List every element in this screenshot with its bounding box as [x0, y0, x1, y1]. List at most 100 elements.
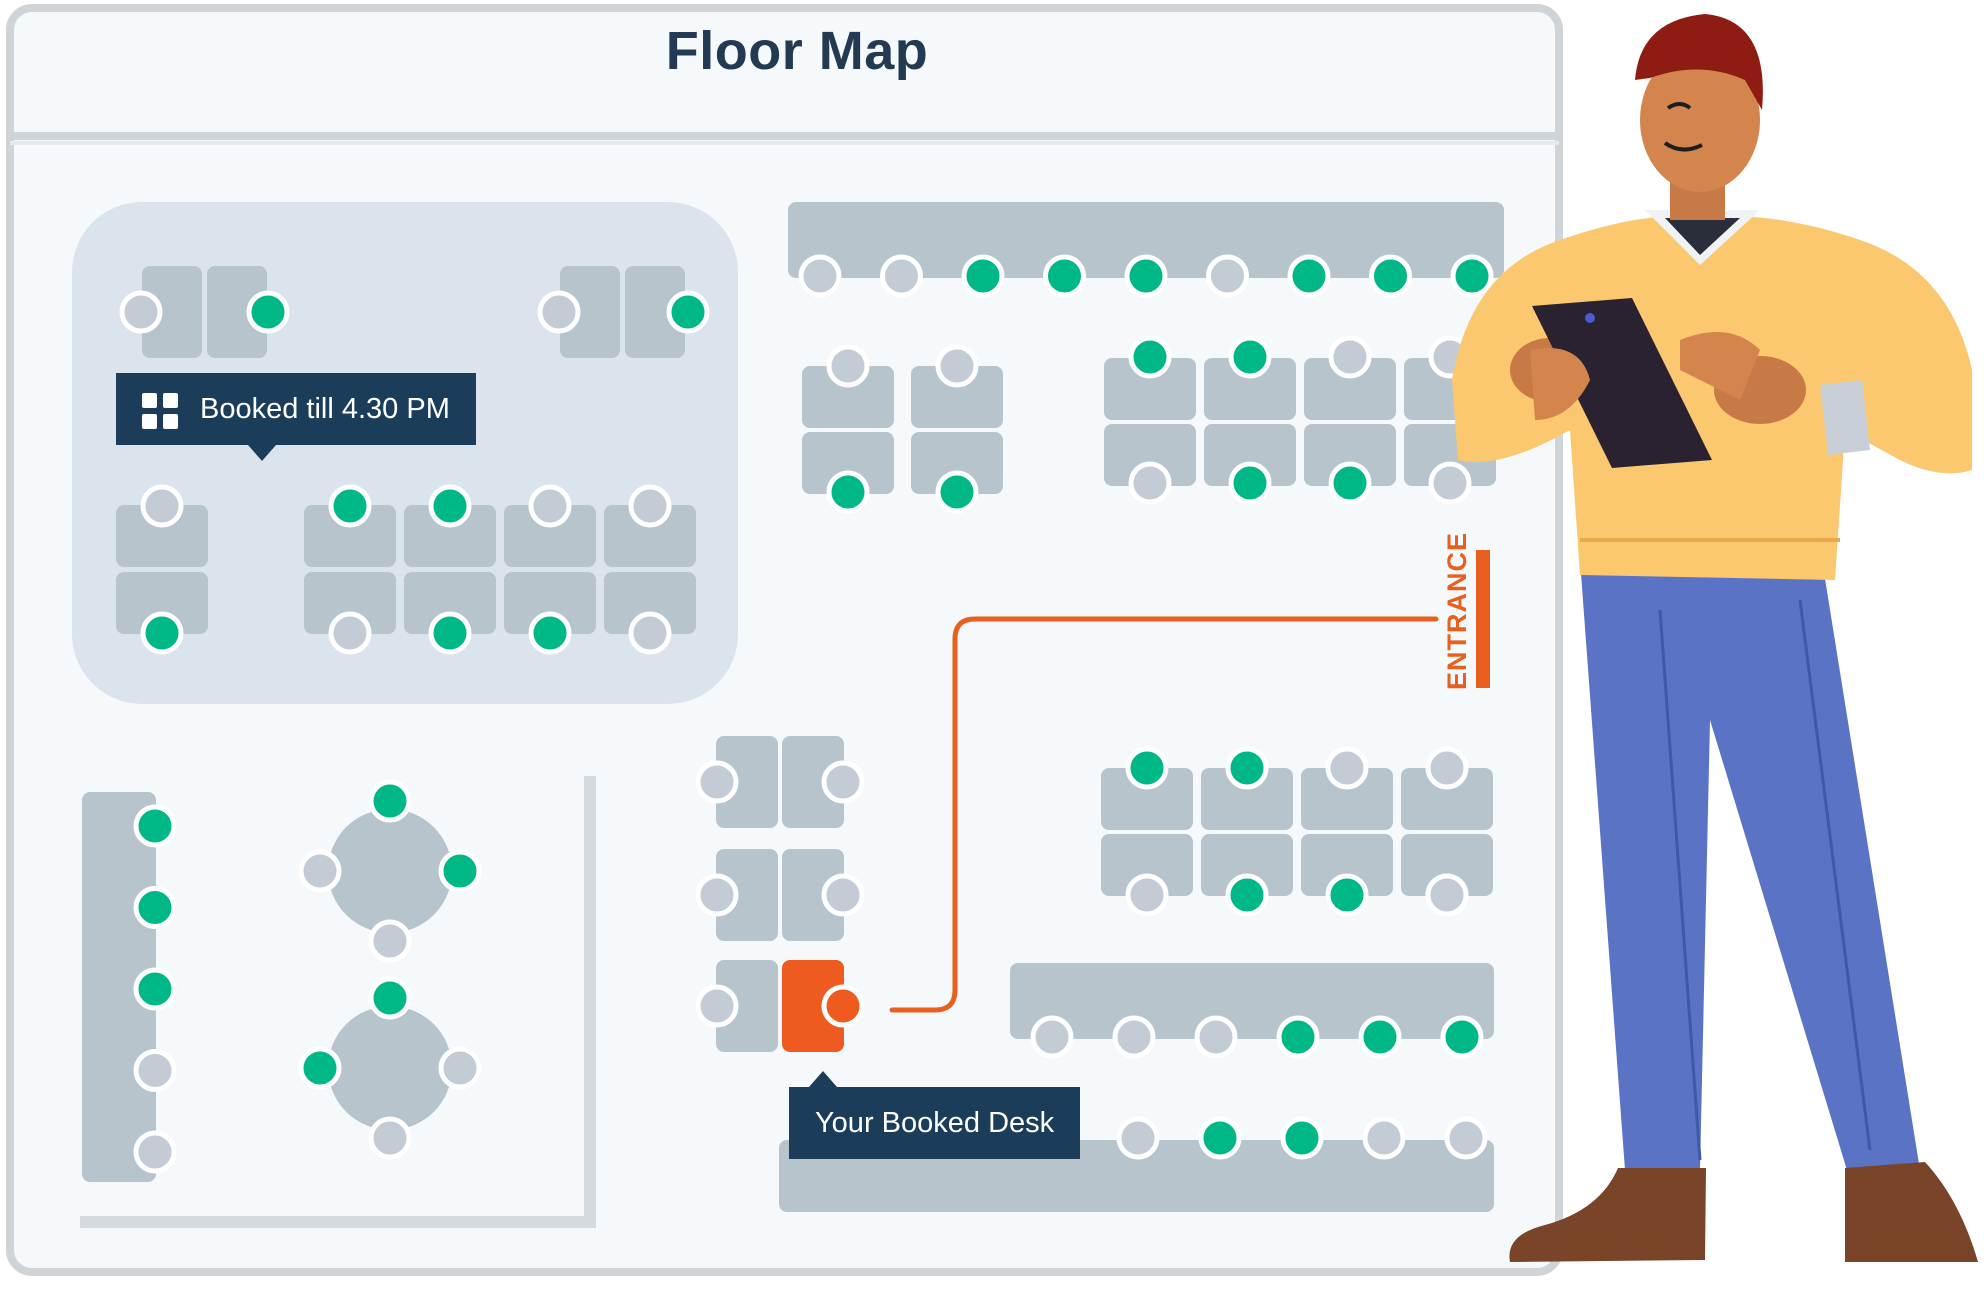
- seat-occupied[interactable]: [1428, 461, 1472, 505]
- desk: [1301, 834, 1393, 896]
- seat-available[interactable]: [1450, 254, 1494, 298]
- seat-available[interactable]: [1358, 1015, 1402, 1059]
- desk: [716, 849, 778, 941]
- seat-available[interactable]: [1325, 873, 1369, 917]
- seat-available[interactable]: [1124, 254, 1168, 298]
- seat-occupied[interactable]: [1444, 1116, 1488, 1160]
- seat-available[interactable]: [368, 976, 412, 1020]
- seat-occupied[interactable]: [133, 1049, 177, 1092]
- seat-available[interactable]: [1440, 1015, 1484, 1059]
- seat-occupied[interactable]: [119, 290, 163, 334]
- seat-occupied[interactable]: [880, 254, 923, 298]
- seat-occupied[interactable]: [1425, 746, 1469, 790]
- seat-occupied[interactable]: [695, 873, 739, 917]
- seat-occupied[interactable]: [1116, 1116, 1160, 1160]
- seat-available[interactable]: [1043, 254, 1086, 298]
- desk: [1101, 768, 1193, 830]
- desk: [404, 505, 496, 567]
- seat-occupied[interactable]: [628, 611, 672, 655]
- desk: [142, 266, 202, 358]
- seat-booked[interactable]: [821, 984, 865, 1028]
- seat-occupied[interactable]: [537, 290, 581, 334]
- seat-available[interactable]: [133, 886, 177, 929]
- desk: [625, 266, 685, 358]
- person-illustration: [1452, 14, 1978, 1262]
- seat-occupied[interactable]: [798, 254, 842, 298]
- desk: [116, 505, 208, 567]
- seat-occupied[interactable]: [1325, 746, 1369, 790]
- desk: [304, 572, 396, 634]
- seat-available[interactable]: [528, 611, 572, 655]
- seat-occupied[interactable]: [1112, 1015, 1156, 1059]
- desk: [1204, 424, 1296, 486]
- your-booked-desk-tooltip: Your Booked Desk: [789, 1071, 1081, 1159]
- room-wall: [80, 776, 596, 1228]
- seat-available[interactable]: [1128, 335, 1172, 379]
- seat-available[interactable]: [368, 779, 412, 823]
- seat-available[interactable]: [133, 804, 177, 848]
- seat-occupied[interactable]: [821, 873, 865, 917]
- seat-available[interactable]: [1287, 254, 1331, 298]
- entrance-door: [1476, 550, 1490, 688]
- seat-available[interactable]: [438, 849, 482, 893]
- seat-occupied[interactable]: [695, 760, 739, 804]
- desk: [1304, 358, 1396, 420]
- desk: [911, 366, 1003, 428]
- desk: [716, 736, 778, 828]
- entrance-text: ENTRANCE: [1442, 531, 1472, 690]
- desk: [504, 505, 596, 567]
- seat-available[interactable]: [1369, 254, 1412, 298]
- seat-occupied[interactable]: [1030, 1015, 1074, 1059]
- seat-occupied[interactable]: [328, 611, 372, 655]
- seat-occupied[interactable]: [1194, 1015, 1238, 1059]
- seat-occupied[interactable]: [133, 1130, 177, 1174]
- seat-available[interactable]: [328, 484, 372, 528]
- seat-occupied[interactable]: [935, 344, 979, 388]
- seat-available[interactable]: [133, 967, 177, 1011]
- seat-available[interactable]: [1198, 1116, 1242, 1160]
- desk: [788, 202, 1504, 278]
- seat-occupied[interactable]: [368, 919, 412, 963]
- desk: [782, 849, 844, 941]
- desk: [604, 572, 696, 634]
- seat-occupied[interactable]: [826, 344, 870, 388]
- seat-occupied[interactable]: [140, 484, 184, 528]
- seat-available[interactable]: [1125, 746, 1169, 790]
- seat-available[interactable]: [1280, 1116, 1324, 1160]
- seat-available[interactable]: [428, 611, 472, 655]
- seat-available[interactable]: [1276, 1015, 1320, 1059]
- seat-occupied[interactable]: [1125, 873, 1169, 917]
- desk: [116, 572, 208, 634]
- page-title: Floor Map: [665, 21, 929, 81]
- seat-available[interactable]: [428, 484, 472, 528]
- seat-available[interactable]: [1225, 746, 1269, 790]
- seat-available[interactable]: [826, 470, 870, 514]
- seat-occupied[interactable]: [695, 984, 739, 1028]
- seat-available[interactable]: [246, 290, 290, 334]
- seat-available[interactable]: [140, 611, 184, 655]
- desk: [716, 960, 778, 1052]
- seat-occupied[interactable]: [1328, 335, 1372, 379]
- seat-occupied[interactable]: [438, 1046, 482, 1090]
- desk: [1104, 424, 1196, 486]
- seat-occupied[interactable]: [298, 849, 342, 893]
- seat-occupied[interactable]: [821, 760, 865, 804]
- seat-available[interactable]: [961, 254, 1005, 298]
- seat-available[interactable]: [1228, 335, 1272, 379]
- seat-occupied[interactable]: [1425, 873, 1469, 917]
- round-table: [328, 809, 452, 933]
- seat-available[interactable]: [1225, 873, 1269, 917]
- seat-occupied[interactable]: [1362, 1116, 1406, 1160]
- seat-available[interactable]: [666, 290, 710, 334]
- seat-available[interactable]: [298, 1046, 342, 1090]
- seat-occupied[interactable]: [1128, 461, 1172, 505]
- seat-layer: [119, 254, 1494, 1174]
- seat-occupied[interactable]: [368, 1116, 412, 1160]
- seat-occupied[interactable]: [628, 484, 672, 528]
- seat-occupied[interactable]: [1206, 254, 1249, 298]
- seat-occupied[interactable]: [528, 484, 572, 528]
- seat-available[interactable]: [1328, 461, 1372, 505]
- desk: [404, 572, 496, 634]
- seat-available[interactable]: [1228, 461, 1272, 505]
- seat-available[interactable]: [935, 470, 979, 514]
